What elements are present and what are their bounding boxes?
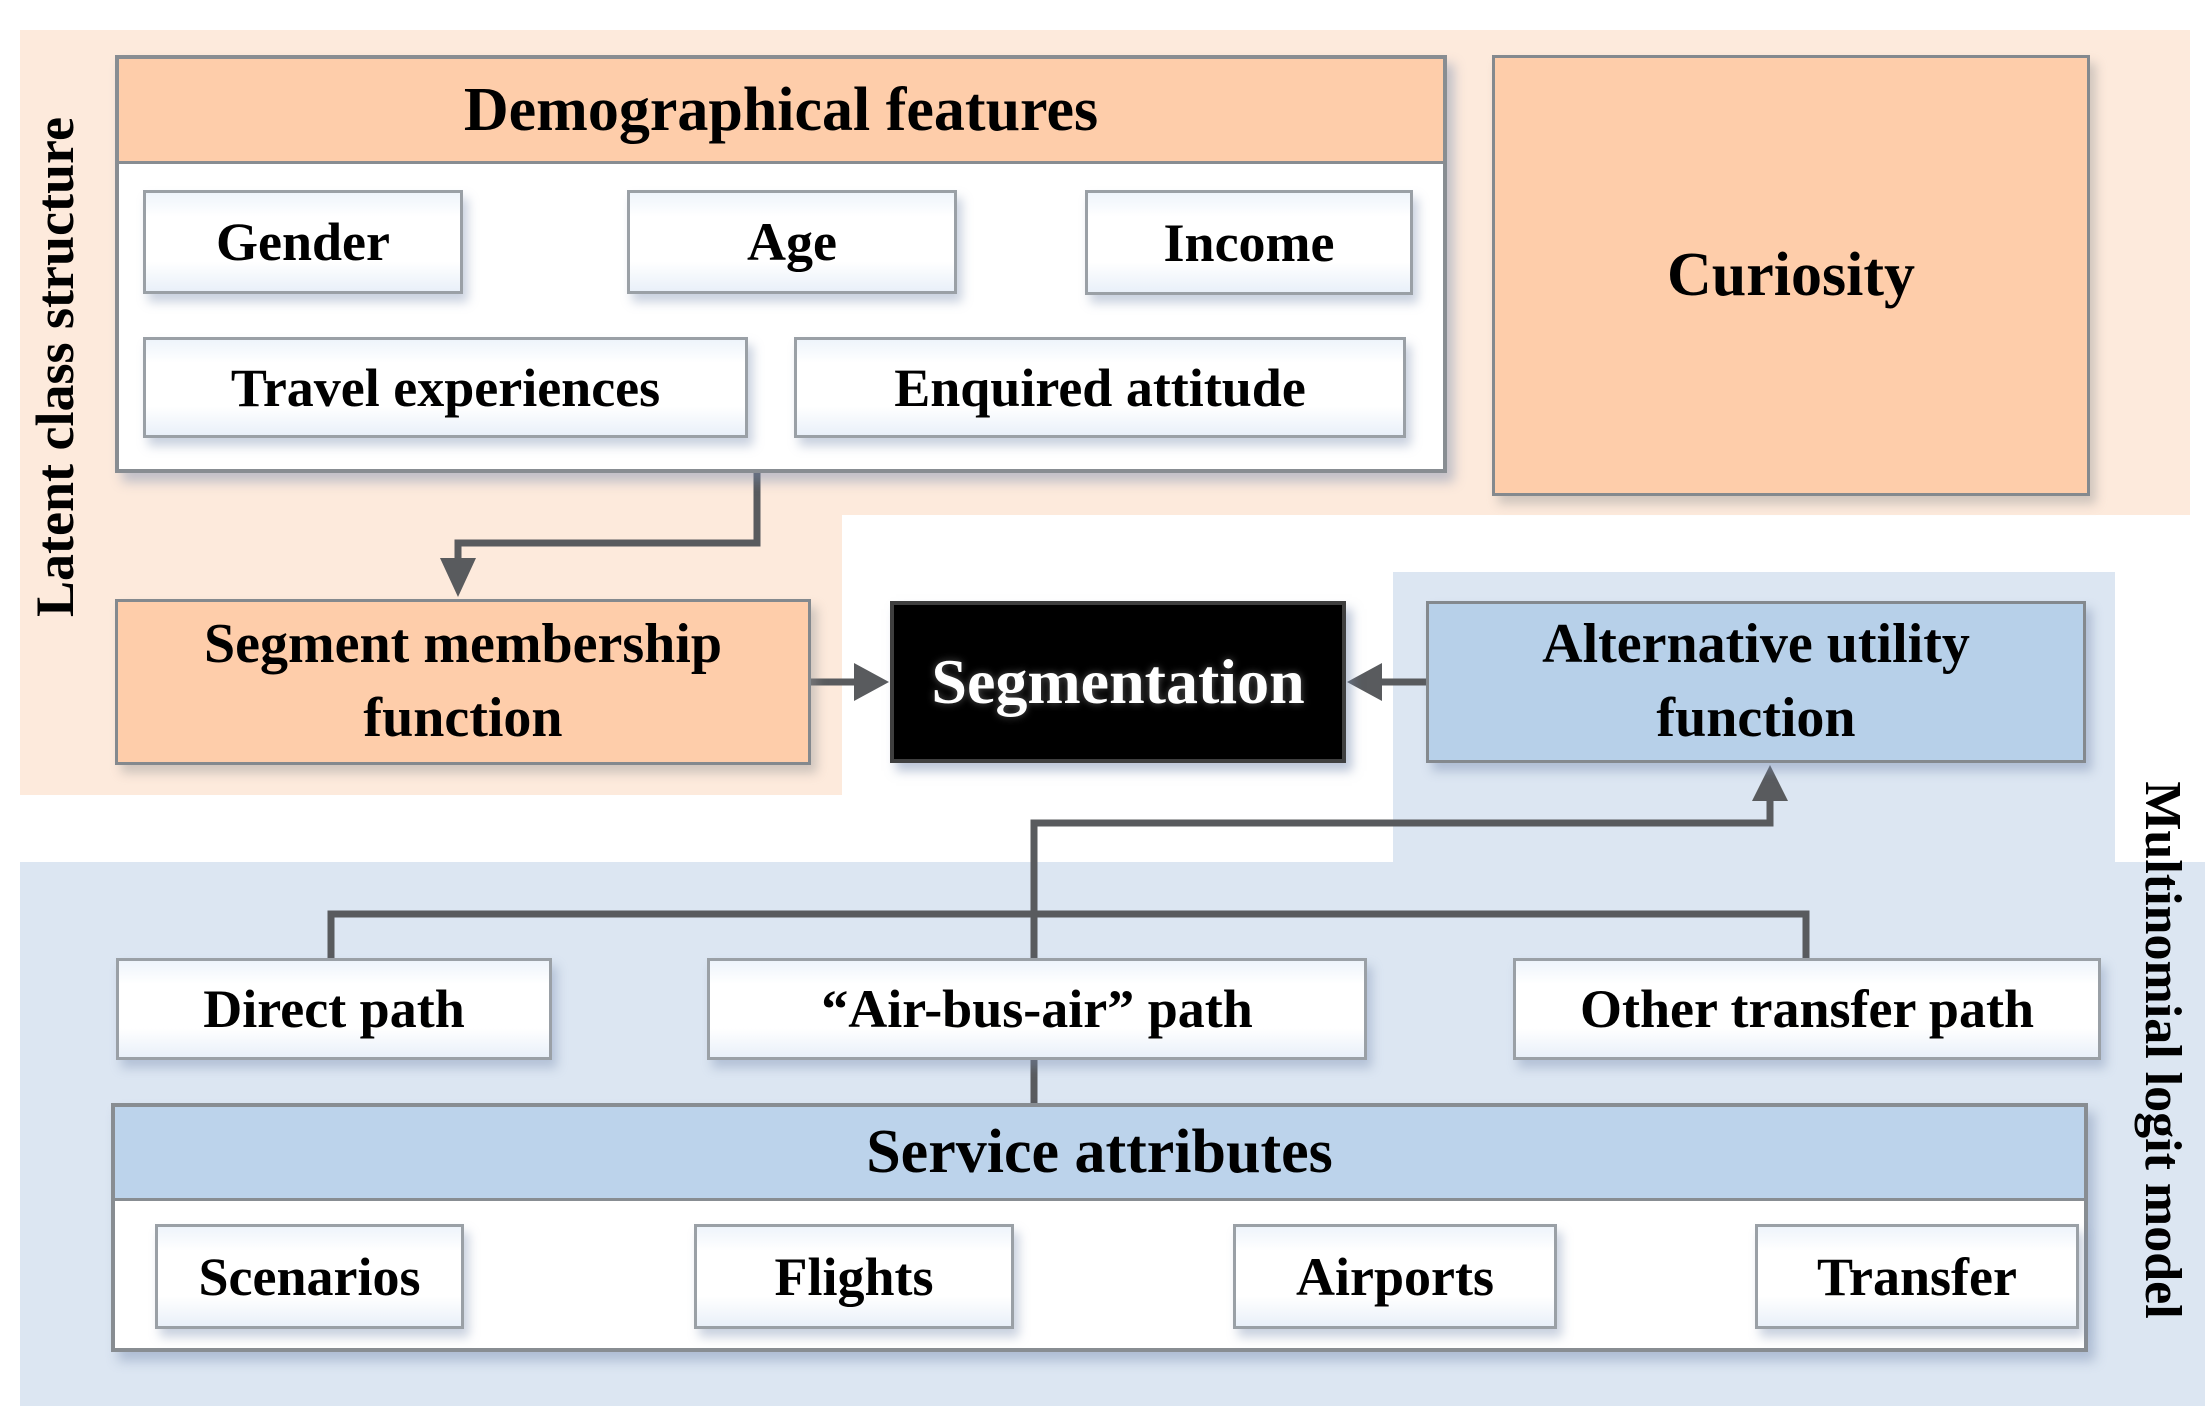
travel-experiences-label: Travel experiences	[230, 357, 661, 418]
arrow-paths-to-utility-line	[1030, 799, 1774, 958]
airports-box: Airports	[1233, 1224, 1557, 1329]
alternative-utility-function-box: Alternative utility function	[1426, 601, 2086, 763]
enquired-attitude-label: Enquired attitude	[894, 357, 1306, 418]
transfer-label: Transfer	[1817, 1246, 2017, 1307]
scenarios-box: Scenarios	[155, 1224, 464, 1329]
paths-branch-line	[327, 910, 1810, 958]
income-label: Income	[1163, 212, 1335, 273]
arrowhead-left-segmentation	[1347, 663, 1382, 701]
gender-label: Gender	[216, 212, 390, 272]
segment-membership-line1: Segment membership	[204, 613, 722, 676]
service-attributes-header: Service attributes	[115, 1107, 2084, 1201]
transfer-box: Transfer	[1755, 1224, 2079, 1329]
direct-path-box: Direct path	[116, 958, 552, 1060]
demographical-features-header: Demographical features	[119, 59, 1443, 164]
direct-path-label: Direct path	[203, 979, 465, 1039]
travel-experiences-box: Travel experiences	[143, 337, 748, 438]
age-box: Age	[627, 190, 957, 294]
segment-membership-function-box: Segment membership function	[115, 599, 811, 765]
air-bus-air-path-box: “Air-bus-air” path	[707, 958, 1367, 1060]
segmentation-label: Segmentation	[931, 646, 1305, 717]
alternative-utility-line2: function	[1656, 687, 1856, 749]
segment-membership-line2: function	[363, 687, 563, 749]
other-transfer-path-label: Other transfer path	[1580, 979, 2034, 1039]
curiosity-box: Curiosity	[1492, 55, 2090, 496]
demographical-features-title: Demographical features	[463, 75, 1099, 144]
scenarios-label: Scenarios	[198, 1246, 421, 1307]
segmentation-box: Segmentation	[890, 601, 1346, 763]
enquired-attitude-box: Enquired attitude	[794, 337, 1406, 438]
arrow-demographics-to-membership-line	[454, 473, 761, 562]
age-label: Age	[747, 212, 837, 272]
arrowhead-up-utility	[1752, 765, 1788, 801]
flights-label: Flights	[774, 1246, 934, 1307]
multinomial-logit-model-label: Multinomial logit model	[2134, 781, 2192, 1319]
other-transfer-path-box: Other transfer path	[1513, 958, 2101, 1060]
arrowhead-right-segmentation	[854, 663, 889, 701]
flights-box: Flights	[694, 1224, 1014, 1329]
gender-box: Gender	[143, 190, 463, 294]
latent-class-structure-label: Latent class structure	[25, 117, 85, 617]
alternative-utility-line1: Alternative utility	[1542, 613, 1970, 676]
arrowhead-down-membership	[440, 558, 476, 597]
service-attributes-title: Service attributes	[866, 1118, 1333, 1186]
curiosity-label: Curiosity	[1667, 241, 1915, 309]
airports-label: Airports	[1296, 1246, 1494, 1307]
income-box: Income	[1085, 190, 1413, 295]
air-bus-air-path-label: “Air-bus-air” path	[821, 979, 1253, 1039]
